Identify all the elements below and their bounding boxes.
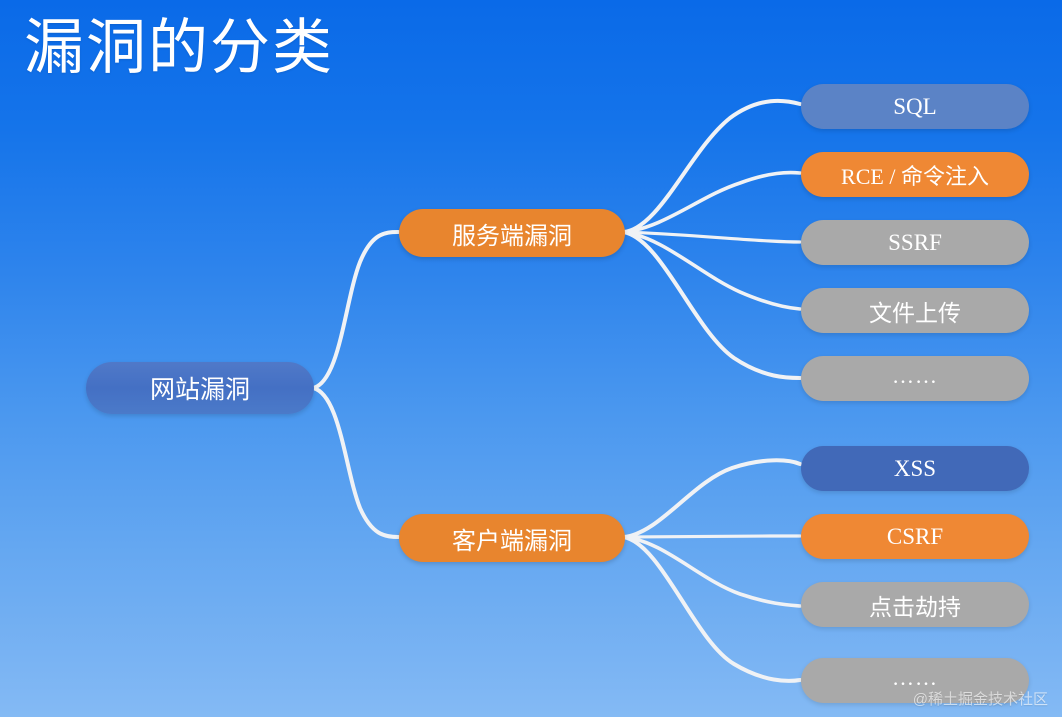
mindmap-node-server-side[interactable]: 服务端漏洞	[399, 209, 625, 257]
mindmap-leaf-xss-label: XSS	[893, 455, 937, 481]
connector-client-to-csrf	[622, 534, 802, 539]
connector-server-to-sql	[622, 98, 802, 234]
mindmap-leaf-sql-label: SQL	[893, 93, 937, 119]
mindmap-leaf-file-upload[interactable]: 文件上传	[801, 288, 1029, 333]
connector-server-to-rce	[622, 170, 802, 234]
mindmap-leaf-server-more-label: ……	[892, 362, 938, 388]
mindmap-node-server-side-label: 服务端漏洞	[452, 223, 572, 250]
mindmap-node-client-side-label: 客户端漏洞	[452, 528, 572, 555]
connector-server-to-more	[622, 230, 802, 380]
connector-client-to-xss	[622, 458, 802, 539]
mindmap-leaf-server-more[interactable]: ……	[801, 356, 1029, 401]
mindmap-leaf-clickjacking[interactable]: 点击劫持	[801, 582, 1029, 627]
connector-server-to-upload	[622, 230, 802, 311]
mindmap-leaf-xss[interactable]: XSS	[801, 446, 1029, 491]
mindmap-node-root[interactable]: 网站漏洞	[86, 362, 314, 414]
connector-client-to-clickjacking	[622, 535, 802, 608]
connector-server-to-ssrf	[622, 230, 802, 244]
connector-root-to-client	[311, 386, 400, 539]
mindmap-leaf-sql[interactable]: SQL	[801, 84, 1029, 129]
mindmap-leaf-clickjacking-label: 点击劫持	[869, 594, 961, 620]
mindmap-leaf-ssrf[interactable]: SSRF	[801, 220, 1029, 265]
mindmap-node-client-side[interactable]: 客户端漏洞	[399, 514, 625, 562]
page-title: 漏洞的分类	[24, 15, 334, 81]
connector-root-to-server	[311, 230, 400, 390]
mindmap-leaf-rce[interactable]: RCE / 命令注入	[801, 152, 1029, 197]
mindmap-leaf-ssrf-label: SSRF	[888, 229, 942, 255]
mindmap-leaf-csrf[interactable]: CSRF	[801, 514, 1029, 559]
mindmap-leaf-rce-label: RCE / 命令注入	[841, 163, 989, 189]
watermark: @稀土掘金技术社区	[912, 691, 1048, 708]
mindmap-leaf-client-more-label: ……	[892, 664, 938, 690]
mindmap-leaf-client-more[interactable]: ……	[801, 658, 1029, 703]
mindmap-leaf-file-upload-label: 文件上传	[869, 300, 961, 326]
mindmap-node-root-label: 网站漏洞	[149, 377, 250, 404]
mindmap-leaf-csrf-label: CSRF	[886, 523, 944, 549]
connector-client-to-more	[622, 535, 802, 683]
